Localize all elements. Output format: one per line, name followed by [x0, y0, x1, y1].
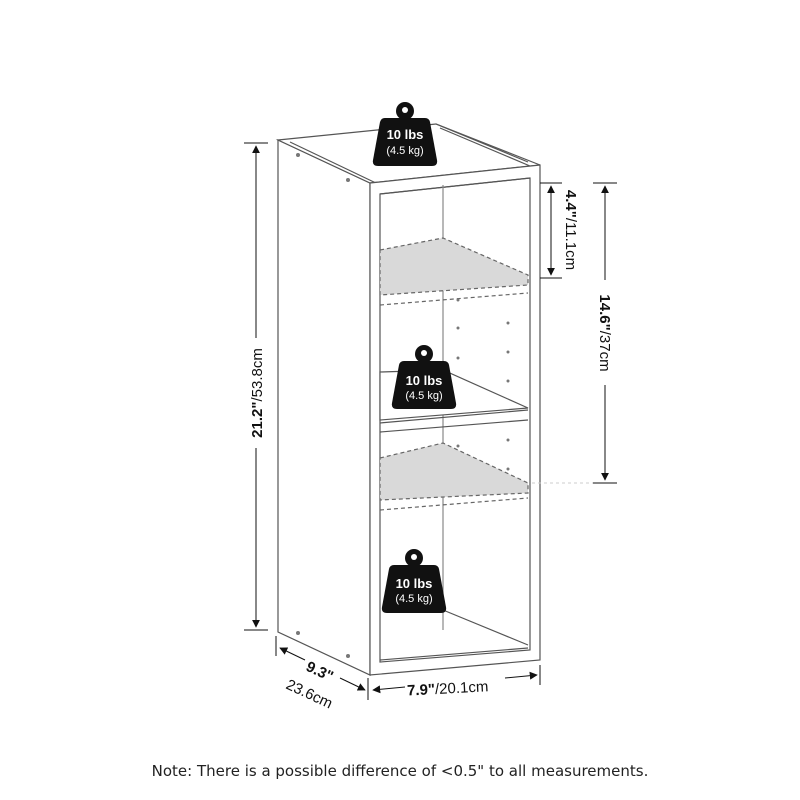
svg-text:10 lbs: 10 lbs — [396, 576, 433, 591]
svg-text:(4.5 kg): (4.5 kg) — [405, 390, 442, 402]
weight-icon-bottom: 10 lbs (4.5 kg) — [381, 549, 447, 613]
measurement-note: Note: There is a possible difference of … — [151, 762, 649, 780]
adjustable-shelf-2 — [379, 442, 529, 501]
shelf-gap-dimension: 4.4"/11.1cm — [540, 182, 579, 279]
weight-icon-middle: 10 lbs (4.5 kg) — [391, 345, 457, 409]
width-dimension: 7.9"/20.1cm — [372, 665, 541, 699]
shelf-pin-holes — [296, 153, 510, 658]
weight-icon-top: 10 lbs (4.5 kg) — [372, 102, 438, 166]
width-label: 7.9"/20.1cm — [407, 678, 489, 699]
bookshelf — [275, 123, 541, 676]
svg-text:(4.5 kg): (4.5 kg) — [386, 145, 423, 157]
height-dimension: 21.2"/53.8cm — [244, 142, 268, 631]
depth-inches-label: 9.3" — [303, 658, 336, 685]
svg-text:(4.5 kg): (4.5 kg) — [395, 593, 432, 605]
adjustable-shelf-1 — [379, 237, 529, 296]
shelf-gap-label: 4.4"/11.1cm — [562, 190, 579, 270]
adjustable-range-label: 14.6"/37cm — [596, 294, 613, 371]
side-panel — [277, 139, 371, 676]
adjustable-range-dimension: 14.6"/37cm — [532, 182, 617, 484]
svg-text:10 lbs: 10 lbs — [387, 127, 424, 142]
svg-text:10 lbs: 10 lbs — [406, 373, 443, 388]
height-label: 21.2"/53.8cm — [249, 348, 266, 438]
